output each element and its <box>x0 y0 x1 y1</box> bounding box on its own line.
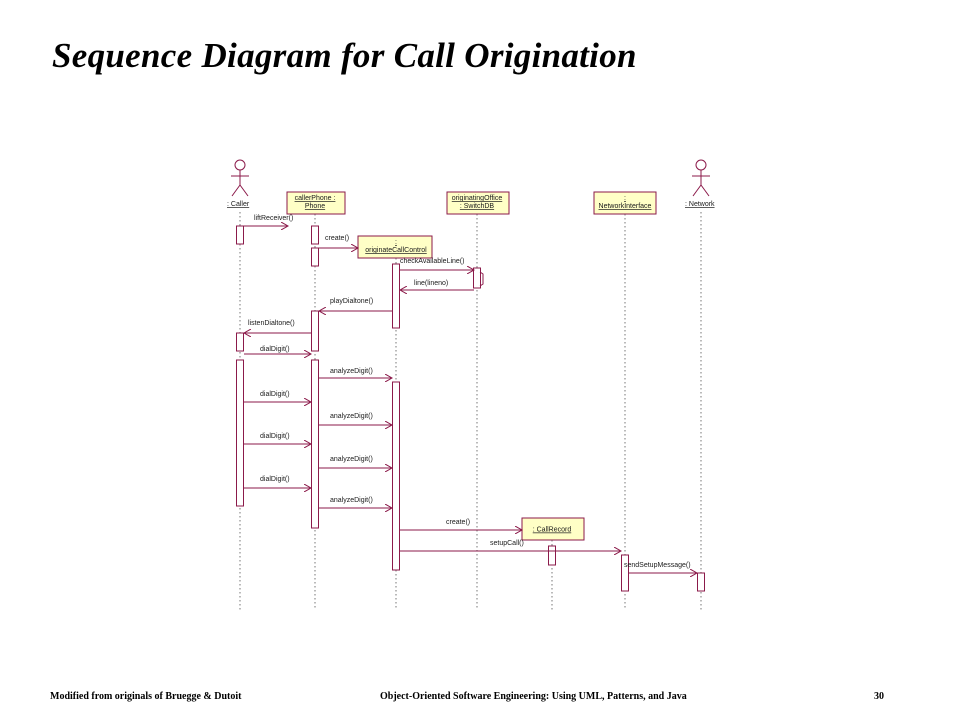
activation-phone <box>311 247 319 267</box>
message-15: setupCall() <box>400 540 621 551</box>
object-label-office: originatingOffice <box>452 195 503 202</box>
object-label-netif: NetworkInterface <box>599 203 652 210</box>
activation-office <box>473 267 481 289</box>
message-label: liftReceiver() <box>254 215 293 222</box>
object-box <box>286 191 346 215</box>
actor-label-caller: : Caller <box>227 201 250 208</box>
message-label: checkAvailableLine() <box>400 258 464 265</box>
message-label: playDialtone() <box>330 298 373 305</box>
message-1: create() <box>319 235 358 248</box>
message-13: analyzeDigit() <box>319 497 392 508</box>
message-label: setupCall() <box>490 540 524 547</box>
activation-phone <box>311 359 319 529</box>
object-label-occ: : <box>395 239 397 246</box>
message-label: create() <box>446 519 470 526</box>
object-box <box>446 191 510 215</box>
activation-caller <box>236 359 244 507</box>
message-8: dialDigit() <box>244 391 311 402</box>
message-label: analyzeDigit() <box>330 497 373 504</box>
footer-credit: Modified from originals of Bruegge & Dut… <box>50 691 242 702</box>
message-0: liftReceiver() <box>244 215 293 226</box>
activation-phone <box>311 225 319 245</box>
object-netif: :NetworkInterface <box>593 191 657 215</box>
message-6: dialDigit() <box>244 346 311 354</box>
object-label-office: : SwitchDB <box>460 203 495 210</box>
object-label-callrecord: : CallRecord <box>533 527 572 534</box>
stick-figure-icon <box>692 159 710 197</box>
message-2: checkAvailableLine() <box>400 258 474 270</box>
message-10: dialDigit() <box>244 433 311 444</box>
message-label: create() <box>325 235 349 242</box>
activation-caller <box>236 332 244 352</box>
message-14: create() <box>400 519 522 530</box>
object-label-phone: callerPhone : <box>295 195 336 202</box>
message-label: dialDigit() <box>260 433 290 440</box>
activation-phone <box>311 310 319 352</box>
activation-netif <box>621 554 629 592</box>
message-label: analyzeDigit() <box>330 413 373 420</box>
object-box <box>593 191 657 215</box>
message-label: sendSetupMessage() <box>624 562 691 569</box>
object-label-netif: : <box>624 195 626 202</box>
activation-occ <box>392 381 400 571</box>
message-label: dialDigit() <box>260 476 290 483</box>
page-number: 30 <box>874 691 884 702</box>
footer-book-title: Object-Oriented Software Engineering: Us… <box>380 691 687 702</box>
object-label-phone: Phone <box>305 203 325 210</box>
actor-caller: : Caller <box>227 159 250 208</box>
actor-label-network: : Network <box>685 201 715 208</box>
message-label: dialDigit() <box>260 346 290 353</box>
object-callrecord: : CallRecord <box>521 517 585 541</box>
message-11: analyzeDigit() <box>319 456 392 468</box>
message-12: dialDigit() <box>244 476 311 488</box>
message-label: listenDialtone() <box>248 320 295 327</box>
activation-callrecord <box>548 545 556 566</box>
self-call-loop <box>479 271 484 287</box>
activation-occ <box>392 263 400 329</box>
message-label: line(lineno) <box>414 280 448 287</box>
message-4: playDialtone() <box>319 298 392 311</box>
activation-network <box>697 572 705 592</box>
actor-network: : Network <box>685 159 715 208</box>
stick-figure-icon <box>231 159 249 197</box>
message-5: listenDialtone() <box>244 320 311 333</box>
message-9: analyzeDigit() <box>319 413 392 425</box>
message-3: line(lineno) <box>400 280 474 290</box>
message-label: analyzeDigit() <box>330 368 373 375</box>
message-7: analyzeDigit() <box>319 368 392 378</box>
slide-title: Sequence Diagram for Call Origination <box>52 36 637 75</box>
object-occ: :originateCallControl <box>357 235 433 259</box>
message-16: sendSetupMessage() <box>624 562 697 573</box>
message-label: analyzeDigit() <box>330 456 373 463</box>
object-phone: callerPhone :Phone <box>286 191 346 215</box>
object-office: originatingOffice: SwitchDB <box>446 191 510 215</box>
activation-caller <box>236 225 244 245</box>
message-label: dialDigit() <box>260 391 290 398</box>
object-label-occ: originateCallControl <box>365 247 427 254</box>
